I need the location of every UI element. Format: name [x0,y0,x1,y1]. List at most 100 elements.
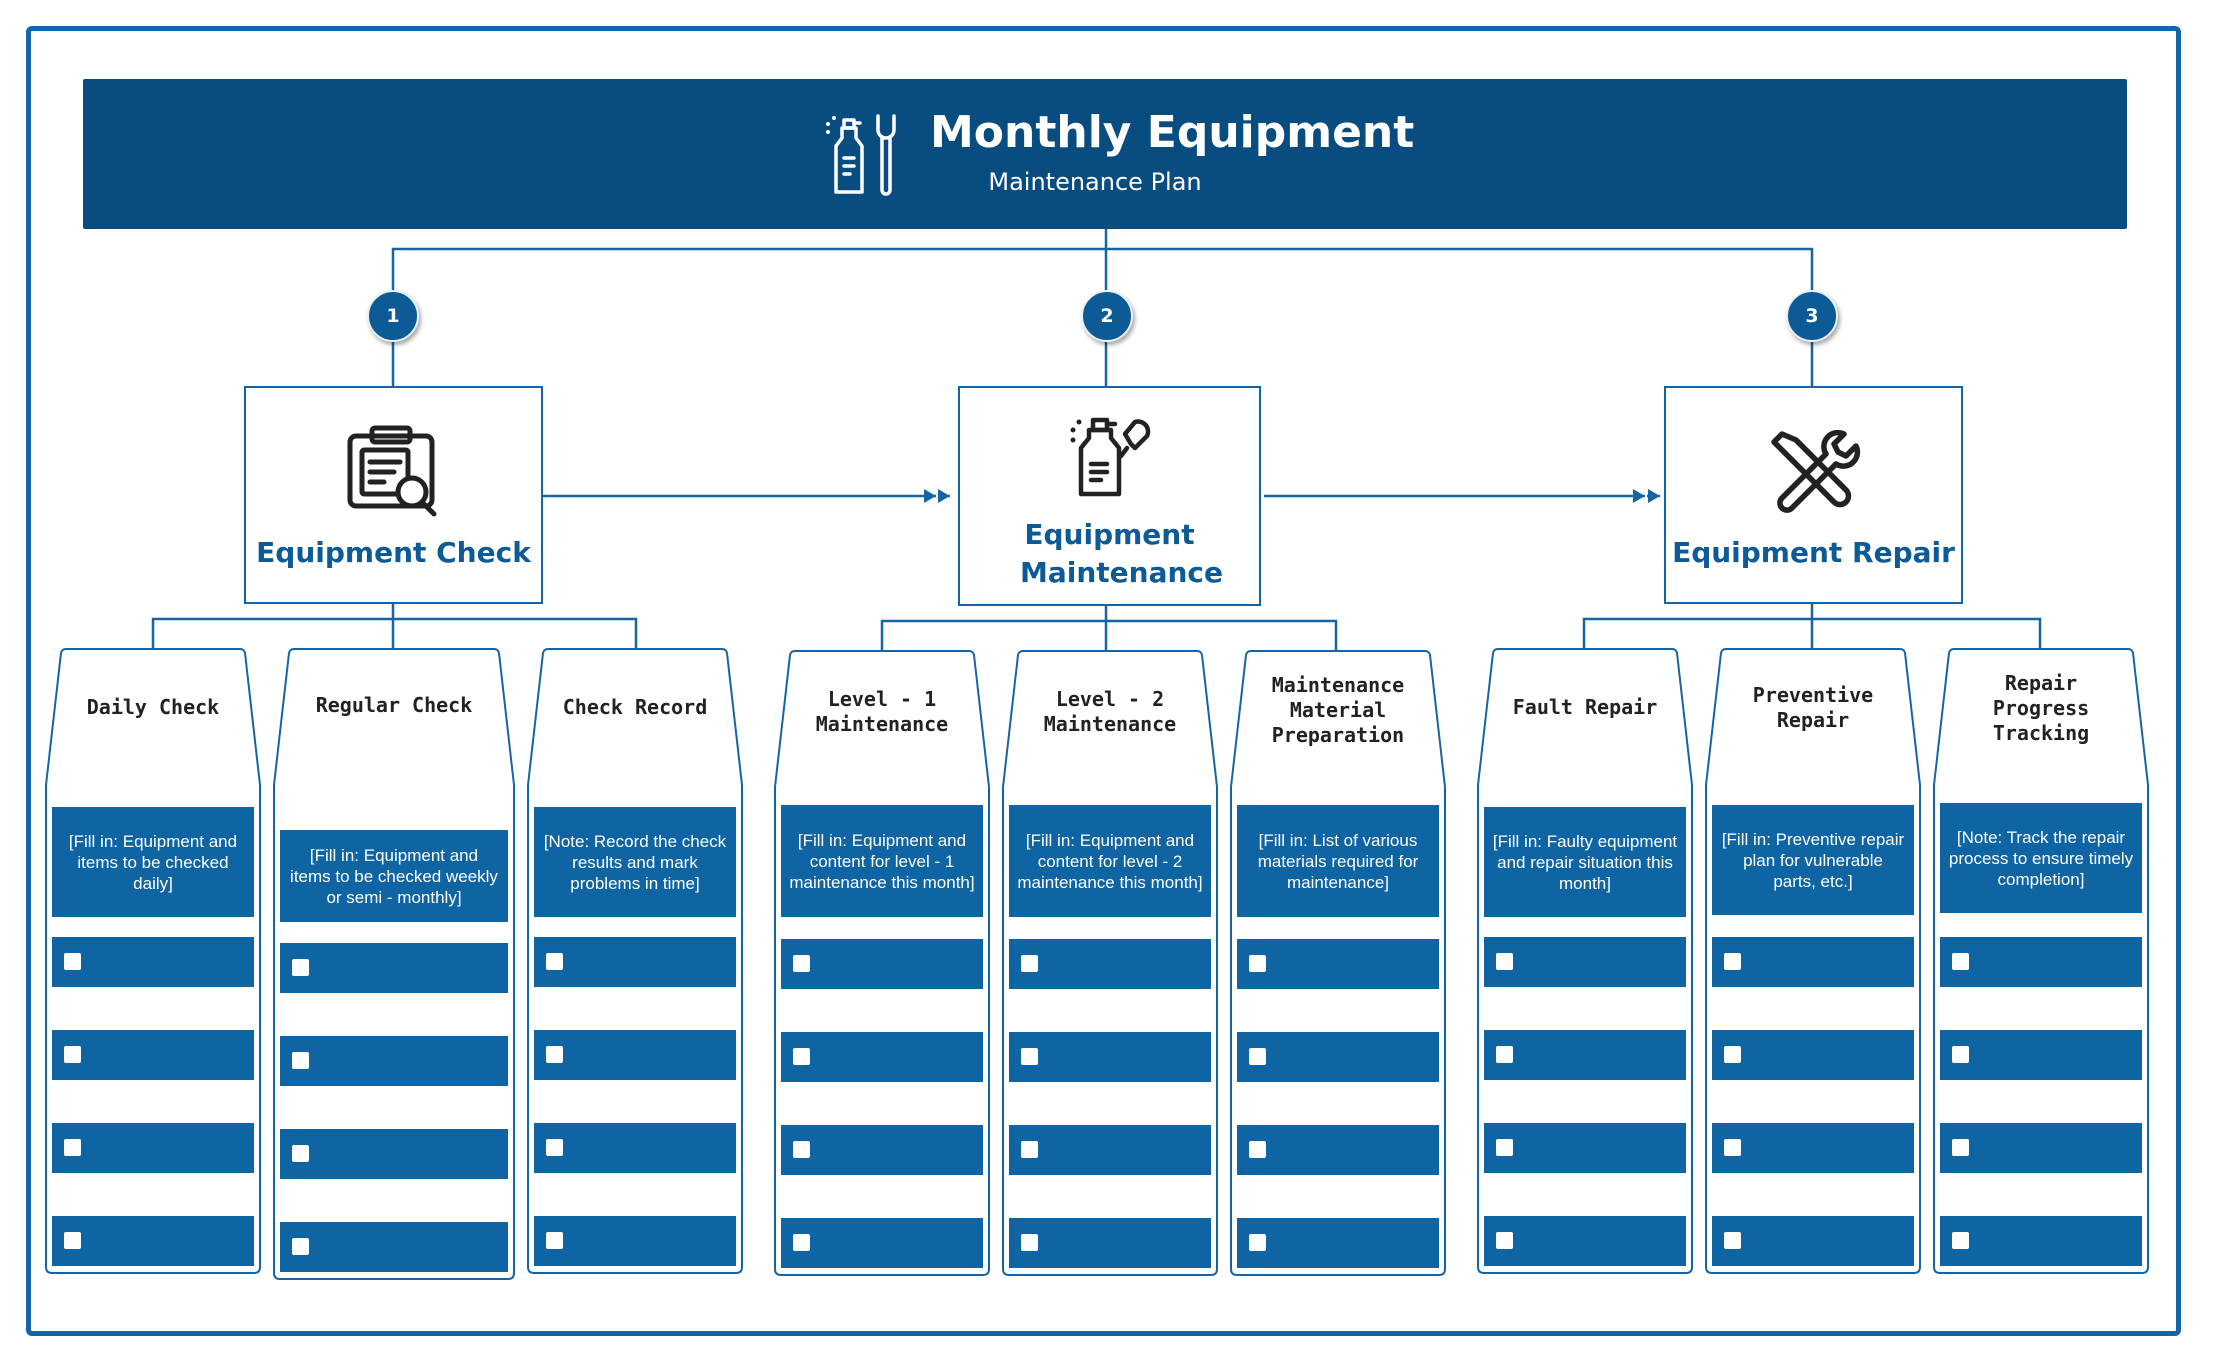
column-note: [Fill in: Preventive repair plan for vul… [1712,805,1914,915]
checkbox[interactable] [1952,1232,1969,1249]
checkbox[interactable] [1724,1046,1741,1063]
title-banner [83,79,2127,229]
checklist-item[interactable] [1940,1216,2142,1266]
checkbox[interactable] [546,1046,563,1063]
checkbox[interactable] [64,1139,81,1156]
stage-equipment-check: Equipment Check [244,386,543,604]
checkbox[interactable] [793,955,810,972]
checklist-item[interactable] [280,1036,508,1086]
checkbox[interactable] [1249,1234,1266,1251]
checkbox[interactable] [64,953,81,970]
checklist-item[interactable] [1237,1125,1439,1175]
column-title: Maintenance Material Preparation [1271,673,1405,747]
checkbox[interactable] [1249,1141,1266,1158]
checkbox[interactable] [1496,1232,1513,1249]
checklist-item[interactable] [52,1123,254,1173]
checkbox[interactable] [292,1145,309,1162]
checkbox[interactable] [292,1238,309,1255]
checklist-item[interactable] [1009,939,1211,989]
spray-bottle-wrench-icon [1070,417,1150,497]
checklist-item[interactable] [280,1222,508,1272]
checklist-item[interactable] [781,1125,983,1175]
stage-equipment-repair: Equipment Repair [1664,386,1963,604]
checklist-item[interactable] [1009,1218,1211,1268]
checkbox[interactable] [1021,955,1038,972]
checkbox[interactable] [1021,1234,1038,1251]
column-title: Level - 2 Maintenance [1043,687,1177,736]
checklist-item[interactable] [1237,939,1439,989]
checkbox[interactable] [64,1046,81,1063]
checklist-item[interactable] [1237,1032,1439,1082]
checklist-item[interactable] [1712,937,1914,987]
checklist-item[interactable] [1940,1123,2142,1173]
checkbox[interactable] [1021,1048,1038,1065]
column-2-1: Level - 1 Maintenance[Fill in: Equipment… [773,649,991,1277]
column-3-1: Fault Repair [Fill in: Faulty equipment a… [1476,647,1694,1275]
checklist-item[interactable] [1009,1125,1211,1175]
checkbox[interactable] [793,1234,810,1251]
checkbox[interactable] [1724,1232,1741,1249]
checkbox[interactable] [1952,1139,1969,1156]
checkbox[interactable] [1496,1046,1513,1063]
checkbox[interactable] [546,953,563,970]
checkbox[interactable] [793,1048,810,1065]
checkbox[interactable] [1724,1139,1741,1156]
checkbox[interactable] [1724,953,1741,970]
checkbox[interactable] [292,1052,309,1069]
checklist-item[interactable] [1940,937,2142,987]
checklist-item[interactable] [1484,1123,1686,1173]
column-note: [Fill in: List of various materials requ… [1237,805,1439,917]
checklist-item[interactable] [52,1030,254,1080]
checklist-item[interactable] [781,1032,983,1082]
checklist-item[interactable] [534,1123,736,1173]
checklist-item[interactable] [1484,1216,1686,1266]
checklist-item[interactable] [1484,1030,1686,1080]
checkbox[interactable] [793,1141,810,1158]
checklist-item[interactable] [1712,1216,1914,1266]
column-title: Level - 1 Maintenance [815,687,949,736]
checklist-item[interactable] [534,1030,736,1080]
checklist-item[interactable] [52,1216,254,1266]
checkbox[interactable] [546,1232,563,1249]
column-title: Daily Check [86,695,220,719]
stage-2-title: Equipment Maintenance [1020,518,1224,589]
checkbox[interactable] [1249,955,1266,972]
column-note: [Note: Track the repair process to ensur… [1940,803,2142,913]
checkbox[interactable] [1496,953,1513,970]
checklist-item[interactable] [52,937,254,987]
stage-equipment-maintenance: Equipment Maintenance [958,386,1261,606]
stage-1-number-badge: 1 [367,290,419,342]
checklist-item[interactable] [1237,1218,1439,1268]
checklist-item[interactable] [1484,937,1686,987]
crossed-tools-icon [1770,429,1860,513]
checklist-item[interactable] [1712,1030,1914,1080]
checklist-item[interactable] [1712,1123,1914,1173]
checklist-item[interactable] [781,1218,983,1268]
column-title: Check Record [562,695,708,719]
column-title: Repair Progress Tracking [1992,671,2090,745]
page-title: Monthly Equipment [930,107,1415,158]
stage-2-number-badge: 2 [1081,290,1133,342]
checkbox[interactable] [1021,1141,1038,1158]
column-note: [Fill in: Equipment and items to be chec… [280,830,508,922]
clipboard-search-icon [347,425,436,517]
checkbox[interactable] [546,1139,563,1156]
checklist-item[interactable] [534,937,736,987]
checklist-item[interactable] [534,1216,736,1266]
checkbox[interactable] [1952,1046,1969,1063]
checkbox[interactable] [64,1232,81,1249]
checkbox[interactable] [1249,1048,1266,1065]
checklist-item[interactable] [280,943,508,993]
column-note: [Fill in: Faulty equipment and repair si… [1484,807,1686,917]
checkbox[interactable] [292,959,309,976]
checklist-item[interactable] [1009,1032,1211,1082]
column-title: Fault Repair [1512,695,1658,719]
checklist-item[interactable] [781,939,983,989]
checkbox[interactable] [1496,1139,1513,1156]
checklist-item[interactable] [280,1129,508,1179]
checkbox[interactable] [1952,953,1969,970]
column-1-2: Regular Check[Fill in: Equipment and ite… [272,647,516,1281]
column-1-3: Check Record[Note: Record the check resu… [526,647,744,1275]
checklist-item[interactable] [1940,1030,2142,1080]
